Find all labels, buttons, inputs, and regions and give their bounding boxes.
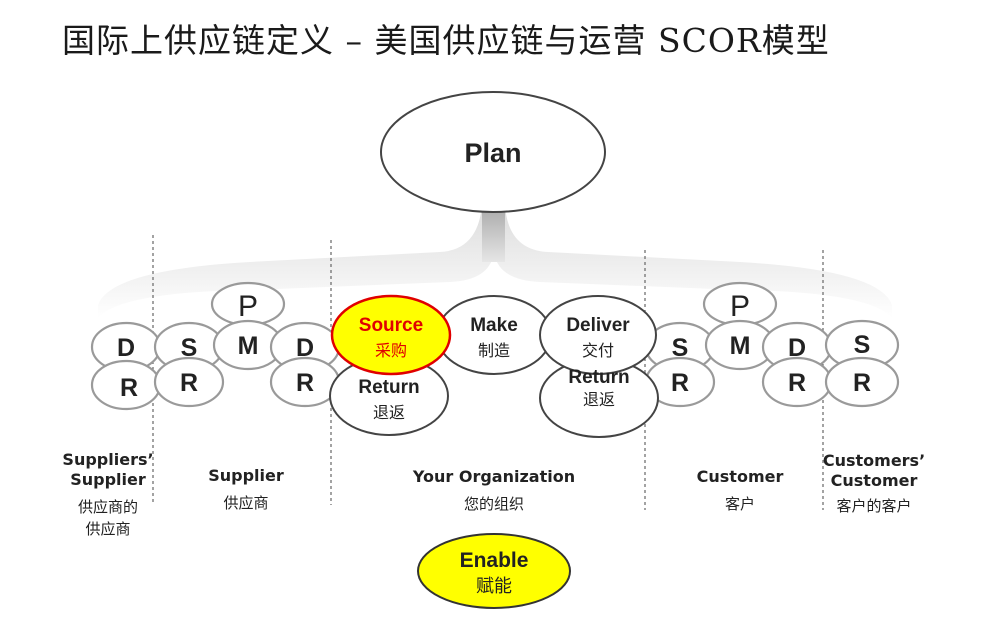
letter-c-s: S: [672, 334, 689, 362]
deliver-node: [539, 295, 657, 375]
entity-suppliers-supplier-en: Suppliers’ Supplier: [62, 450, 154, 489]
letter-ss-r: R: [120, 374, 138, 402]
letter-c-r2: R: [788, 369, 806, 397]
letter-s-m: M: [238, 332, 259, 360]
letter-ss-d: D: [117, 334, 135, 362]
return-left-label: Return: [358, 377, 419, 398]
ring-s-r: [153, 356, 225, 408]
enable-label-cn: 赋能: [476, 576, 512, 597]
entity-customer-en: Customer: [696, 467, 784, 486]
entity-customer-cn: 客户: [724, 495, 755, 513]
entity-customers-customer-en: Customers’ Customer: [822, 451, 926, 490]
letter-s-d: D: [296, 334, 314, 362]
letter-c-p: P: [730, 290, 750, 323]
entity-customers-customer: Customers’ Customer 客户的客户: [820, 451, 928, 517]
page-title: 国际上供应链定义 – 美国供应链与运营 SCOR模型: [62, 21, 830, 60]
entity-your-organization: Your Organization 您的组织: [394, 467, 594, 515]
letter-s-s: S: [181, 334, 198, 362]
return-right-label: Return: [568, 367, 629, 388]
deliver-label-cn: 交付: [582, 341, 614, 360]
letter-cc-s: S: [854, 331, 871, 359]
entity-suppliers-supplier: Suppliers’ Supplier 供应商的 供应商: [58, 450, 158, 540]
ring-cc-r: [824, 356, 900, 408]
entity-supplier-cn: 供应商: [223, 494, 269, 512]
entity-suppliers-supplier-cn: 供应商的 供应商: [77, 498, 138, 538]
deliver-label: Deliver: [566, 315, 630, 336]
entity-your-organization-en: Your Organization: [412, 467, 576, 486]
enable-node: [417, 533, 571, 609]
make-label: Make: [470, 315, 518, 336]
letter-cc-r: R: [853, 369, 871, 397]
letter-c-d: D: [788, 334, 806, 362]
entity-supplier-en: Supplier: [208, 466, 284, 485]
entity-supplier: Supplier 供应商: [196, 466, 296, 514]
letter-c-r: R: [671, 369, 689, 397]
letter-s-p: P: [238, 290, 258, 323]
enable-label: Enable: [460, 549, 529, 572]
source-label-cn: 采购: [375, 341, 407, 360]
letter-s-r2: R: [296, 369, 314, 397]
source-label: Source: [359, 315, 423, 336]
return-left-label-cn: 退返: [373, 403, 405, 422]
source-node: [330, 294, 452, 376]
plan-label: Plan: [464, 138, 521, 168]
return-right-label-cn: 退返: [583, 390, 615, 409]
letter-c-m: M: [730, 332, 751, 360]
make-label-cn: 制造: [478, 341, 510, 360]
entity-customers-customer-cn: 客户的客户: [836, 497, 912, 515]
plan-node: [380, 91, 606, 213]
entity-your-organization-cn: 您的组织: [463, 495, 524, 513]
letter-s-r: R: [180, 369, 198, 397]
entity-customer: Customer 客户: [690, 467, 790, 515]
